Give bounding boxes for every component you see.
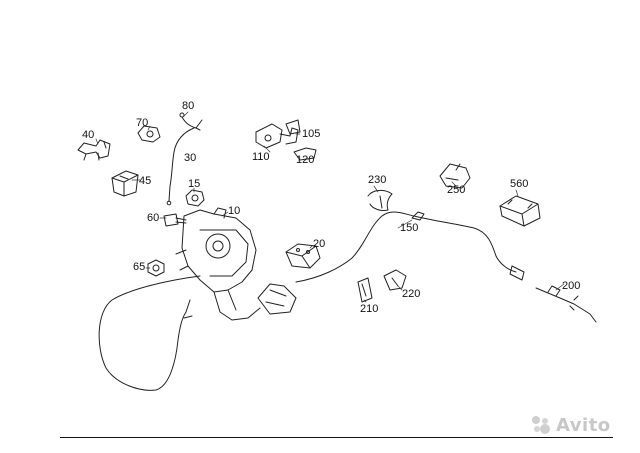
part-560-module (499, 195, 541, 227)
callout-110: 110 (252, 151, 270, 163)
callout-45: 45 (139, 175, 152, 187)
callout-20: 20 (313, 238, 326, 250)
part-40-clip (77, 139, 111, 161)
part-250-bracket (439, 163, 471, 189)
callout-230: 230 (368, 174, 387, 186)
part-60-bolt (163, 213, 187, 227)
callout-40: 40 (82, 129, 95, 141)
part-70-bracket (137, 125, 161, 143)
part-10-pedal-assembly (175, 207, 297, 321)
callout-210: 210 (360, 303, 379, 315)
watermark: Avito (530, 414, 611, 436)
callout-105: 105 (302, 128, 321, 140)
part-230-clip (367, 189, 393, 211)
callout-250: 250 (447, 184, 466, 196)
bottom-rule (60, 437, 613, 438)
callout-220: 220 (402, 288, 421, 300)
parking-brake-cable-right (295, 211, 525, 283)
callout-30: 30 (184, 152, 197, 164)
callout-560: 560 (510, 178, 529, 190)
avito-logo-icon (532, 416, 550, 434)
part-65-nut (147, 259, 165, 277)
part-80-30-cable (166, 112, 203, 206)
callout-10: 10 (228, 205, 241, 217)
callout-65: 65 (133, 261, 146, 273)
parking-brake-cable-left (98, 275, 201, 391)
callout-15: 15 (188, 178, 201, 190)
part-110-105-120-switch (255, 119, 317, 161)
callout-200: 200 (562, 280, 581, 292)
leader-lines (95, 111, 565, 303)
part-220-clip (383, 269, 407, 291)
part-45-switch (111, 170, 139, 197)
callout-120: 120 (296, 154, 315, 166)
part-200-cable-end (535, 285, 597, 323)
part-20-block (285, 243, 321, 269)
callout-150: 150 (400, 222, 419, 234)
callout-60: 60 (147, 212, 160, 224)
part-210-bracket (357, 277, 373, 303)
callout-70: 70 (136, 117, 149, 129)
part-15-nut (185, 189, 205, 207)
callout-80: 80 (182, 100, 195, 112)
watermark-text: Avito (556, 414, 611, 436)
